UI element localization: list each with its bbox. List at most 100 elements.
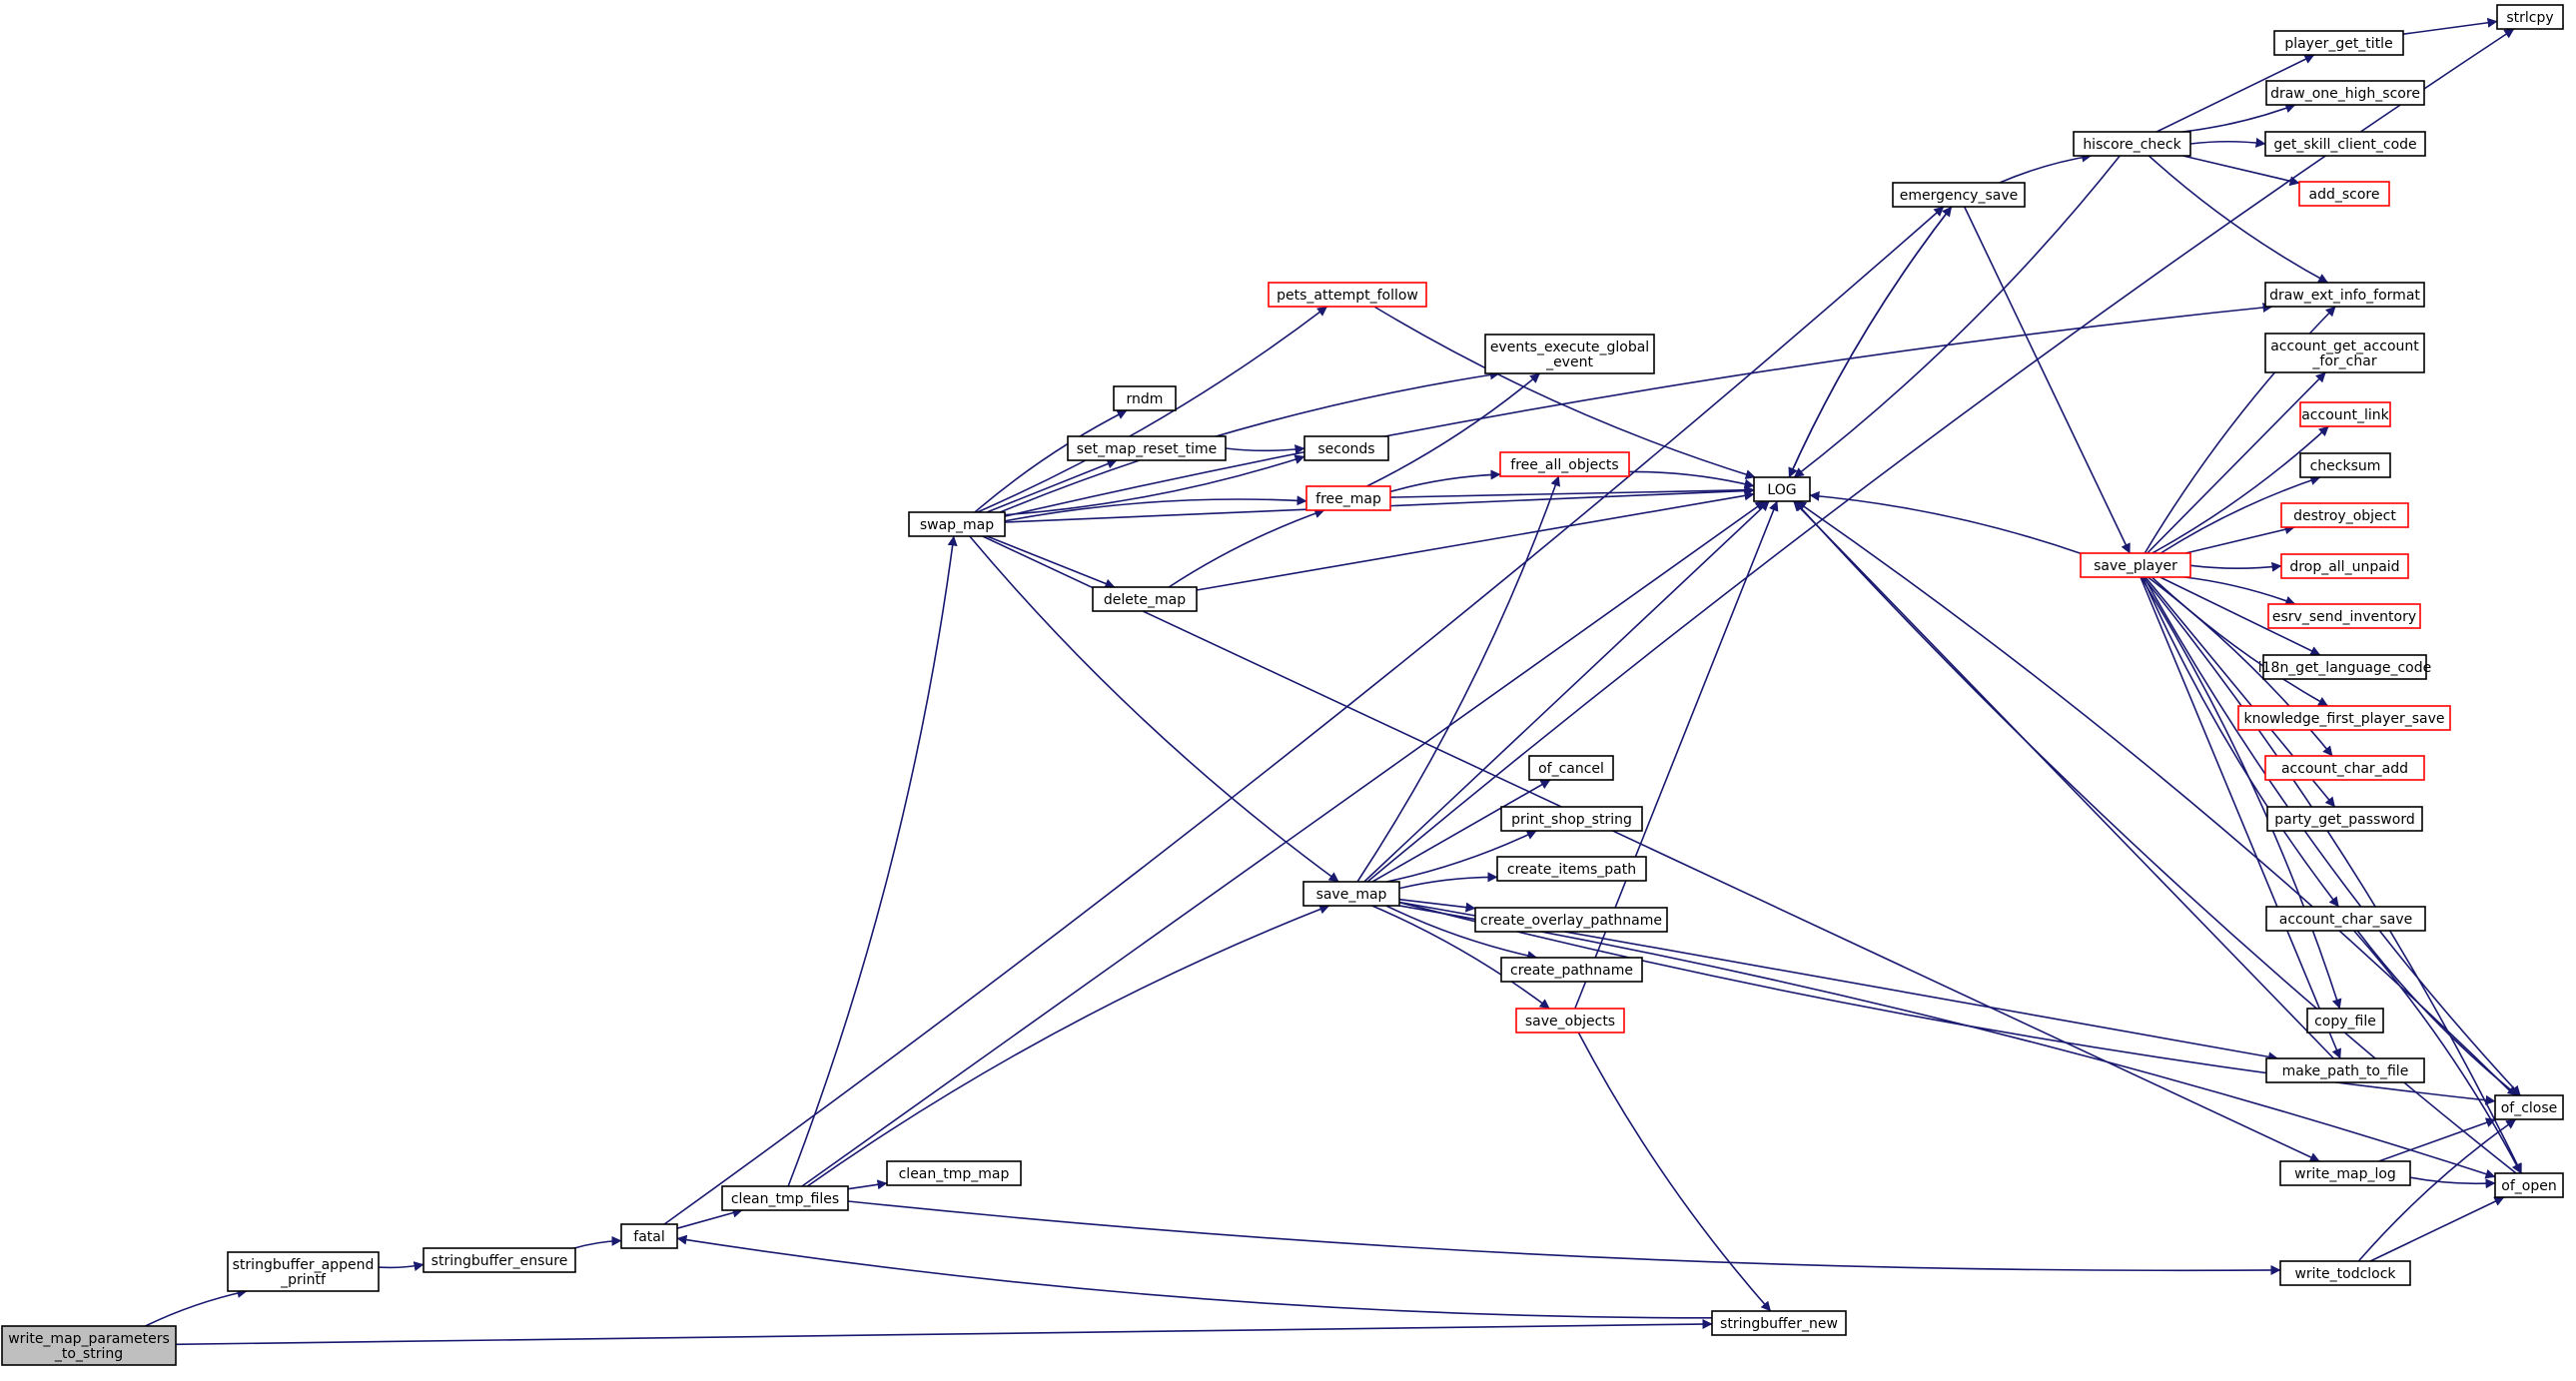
node-save-objects[interactable]: save_objects [1515,1008,1625,1034]
node-label: copy_file [2314,1014,2376,1030]
node-stringbuffer-ensure[interactable]: stringbuffer_ensure [423,1247,576,1273]
node-box [227,1251,380,1292]
node-create-pathname[interactable]: create_pathname [1500,957,1643,983]
node-box [2264,333,2425,373]
node-label: write_map_parameters [8,1331,170,1347]
node-emergency-save[interactable]: emergency_save [1892,182,2026,208]
node-of-cancel[interactable]: of_cancel [1528,755,1614,781]
node-box [1500,957,1643,983]
node-free-map[interactable]: free_map [1305,485,1391,511]
node-label: destroy_object [2293,508,2396,524]
node-set-map-reset-time[interactable]: set_map_reset_time [1067,435,1227,461]
node-box [1484,334,1655,374]
node-account-char-add[interactable]: account_char_add [2264,755,2425,781]
node-destroy-object[interactable]: destroy_object [2280,502,2409,528]
node-draw-one-high-score[interactable]: draw_one_high_score [2265,80,2425,106]
edge-save_map-to-free_all_objects [1356,475,1561,883]
node-box [2264,131,2426,157]
node-strlcpy[interactable]: strlcpy [2496,4,2564,30]
edge-emergency_save-to-save_player [1963,206,2132,554]
node-box [1,1325,177,1366]
node-clean-tmp-files[interactable]: clean_tmp_files [721,1185,849,1211]
node-pets-attempt-follow[interactable]: pets_attempt_follow [1268,282,1427,308]
node-box [2279,1160,2411,1186]
edge-account_char_save-to-of_open [2353,930,2522,1174]
node-box [2264,755,2425,781]
node-box [2265,80,2425,106]
node-box [2298,181,2390,207]
node-hiscore-check[interactable]: hiscore_check [2073,131,2191,157]
node-save-map[interactable]: save_map [1302,881,1400,907]
node-label: stringbuffer_new [1720,1316,1838,1332]
node-account-get-account-for-char[interactable]: account_get_account_for_char [2264,333,2425,373]
node-write-map-parameters-to-string[interactable]: write_map_parameters_to_string [1,1325,177,1366]
node-label: player_get_title [2284,36,2392,52]
node-knowledge-first-player-save[interactable]: knowledge_first_player_save [2237,705,2451,731]
edge-swap_map-to-delete_map [986,535,1116,589]
node-draw-ext-info-format[interactable]: draw_ext_info_format [2264,282,2425,308]
edge-swap_map-to-events_execute_global_event [999,369,1500,513]
edge-swap_map-to-rndm [974,409,1128,513]
node-box [1092,586,1198,612]
edge-make_path_to_file-to-LOG [1793,500,2334,1059]
edge-save_player-to-account_link [2151,425,2329,554]
node-player-get-title[interactable]: player_get_title [2273,30,2404,56]
node-create-items-path[interactable]: create_items_path [1496,856,1647,882]
node-LOG[interactable]: LOG [1753,476,1811,502]
node-i18n-get-language-code[interactable]: i18n_get_language_code [2258,654,2432,680]
node-box [2494,1172,2564,1198]
edge-free_map-to-free_all_objects [1389,469,1501,493]
node-write-todclock[interactable]: write_todclock [2279,1260,2411,1286]
node-drop-all-unpaid[interactable]: drop_all_unpaid [2280,553,2409,579]
node-write-map-log[interactable]: write_map_log [2279,1160,2411,1186]
node-esrv-send-inventory[interactable]: esrv_send_inventory [2267,603,2421,629]
node-stringbuffer-append-printf[interactable]: stringbuffer_append_printf [227,1251,380,1292]
node-add-score[interactable]: add_score [2298,181,2390,207]
node-rndm[interactable]: rndm [1113,385,1177,411]
node-box [1515,1008,1625,1034]
node-label: print_shop_string [1511,812,1632,828]
node-label: strlcpy [2506,10,2553,26]
edge-delete_map-to-free_map [1168,508,1325,588]
node-label: save_map [1316,887,1387,903]
node-stringbuffer-new[interactable]: stringbuffer_new [1711,1310,1847,1336]
node-box [2267,603,2421,629]
node-label: free_all_objects [1510,457,1618,473]
node-get-skill-client-code[interactable]: get_skill_client_code [2264,131,2426,157]
node-clean-tmp-map[interactable]: clean_tmp_map [886,1160,1022,1186]
node-make-path-to-file[interactable]: make_path_to_file [2265,1057,2425,1083]
node-delete-map[interactable]: delete_map [1092,586,1198,612]
node-events-execute-global-event[interactable]: events_execute_global_event [1484,334,1655,374]
edge-clean_tmp_files-to-write_todclock [847,1200,2281,1275]
node-account-link[interactable]: account_link [2299,401,2391,427]
node-box [1303,435,1389,461]
node-label: LOG [1767,482,1796,498]
node-label: drop_all_unpaid [2289,559,2399,575]
node-box [1496,856,1647,882]
node-label: make_path_to_file [2282,1063,2409,1079]
node-box [2496,4,2564,30]
edge-write_todclock-to-of_close [2357,1118,2517,1262]
node-save-player[interactable]: save_player [2080,552,2191,578]
node-copy-file[interactable]: copy_file [2306,1008,2384,1034]
node-free-all-objects[interactable]: free_all_objects [1499,451,1630,477]
edge-clean_tmp_files-to-clean_tmp_map [847,1179,888,1190]
node-create-overlay-pathname[interactable]: create_overlay_pathname [1474,907,1668,933]
edge-swap_map-to-set_map_reset_time [986,458,1118,513]
node-label: stringbuffer_append [233,1257,375,1273]
node-label: account_char_add [2281,761,2408,777]
node-fatal[interactable]: fatal [620,1223,678,1249]
edge-save_player-to-drop_all_unpaid [2189,561,2282,572]
node-label: delete_map [1104,592,1186,608]
node-party-get-password[interactable]: party_get_password [2266,806,2423,832]
node-print-shop-string[interactable]: print_shop_string [1500,806,1643,832]
node-of-open[interactable]: of_open [2494,1172,2564,1198]
node-swap-map[interactable]: swap_map [908,511,1006,537]
edge-swap_map-to-save_map [969,535,1339,883]
node-checksum[interactable]: checksum [2299,452,2391,478]
edge-delete_map-to-LOG [1196,490,1755,591]
node-seconds[interactable]: seconds [1303,435,1389,461]
node-of-close[interactable]: of_close [2494,1094,2564,1120]
node-account-char-save[interactable]: account_char_save [2265,906,2426,932]
node-label: set_map_reset_time [1077,441,1218,457]
